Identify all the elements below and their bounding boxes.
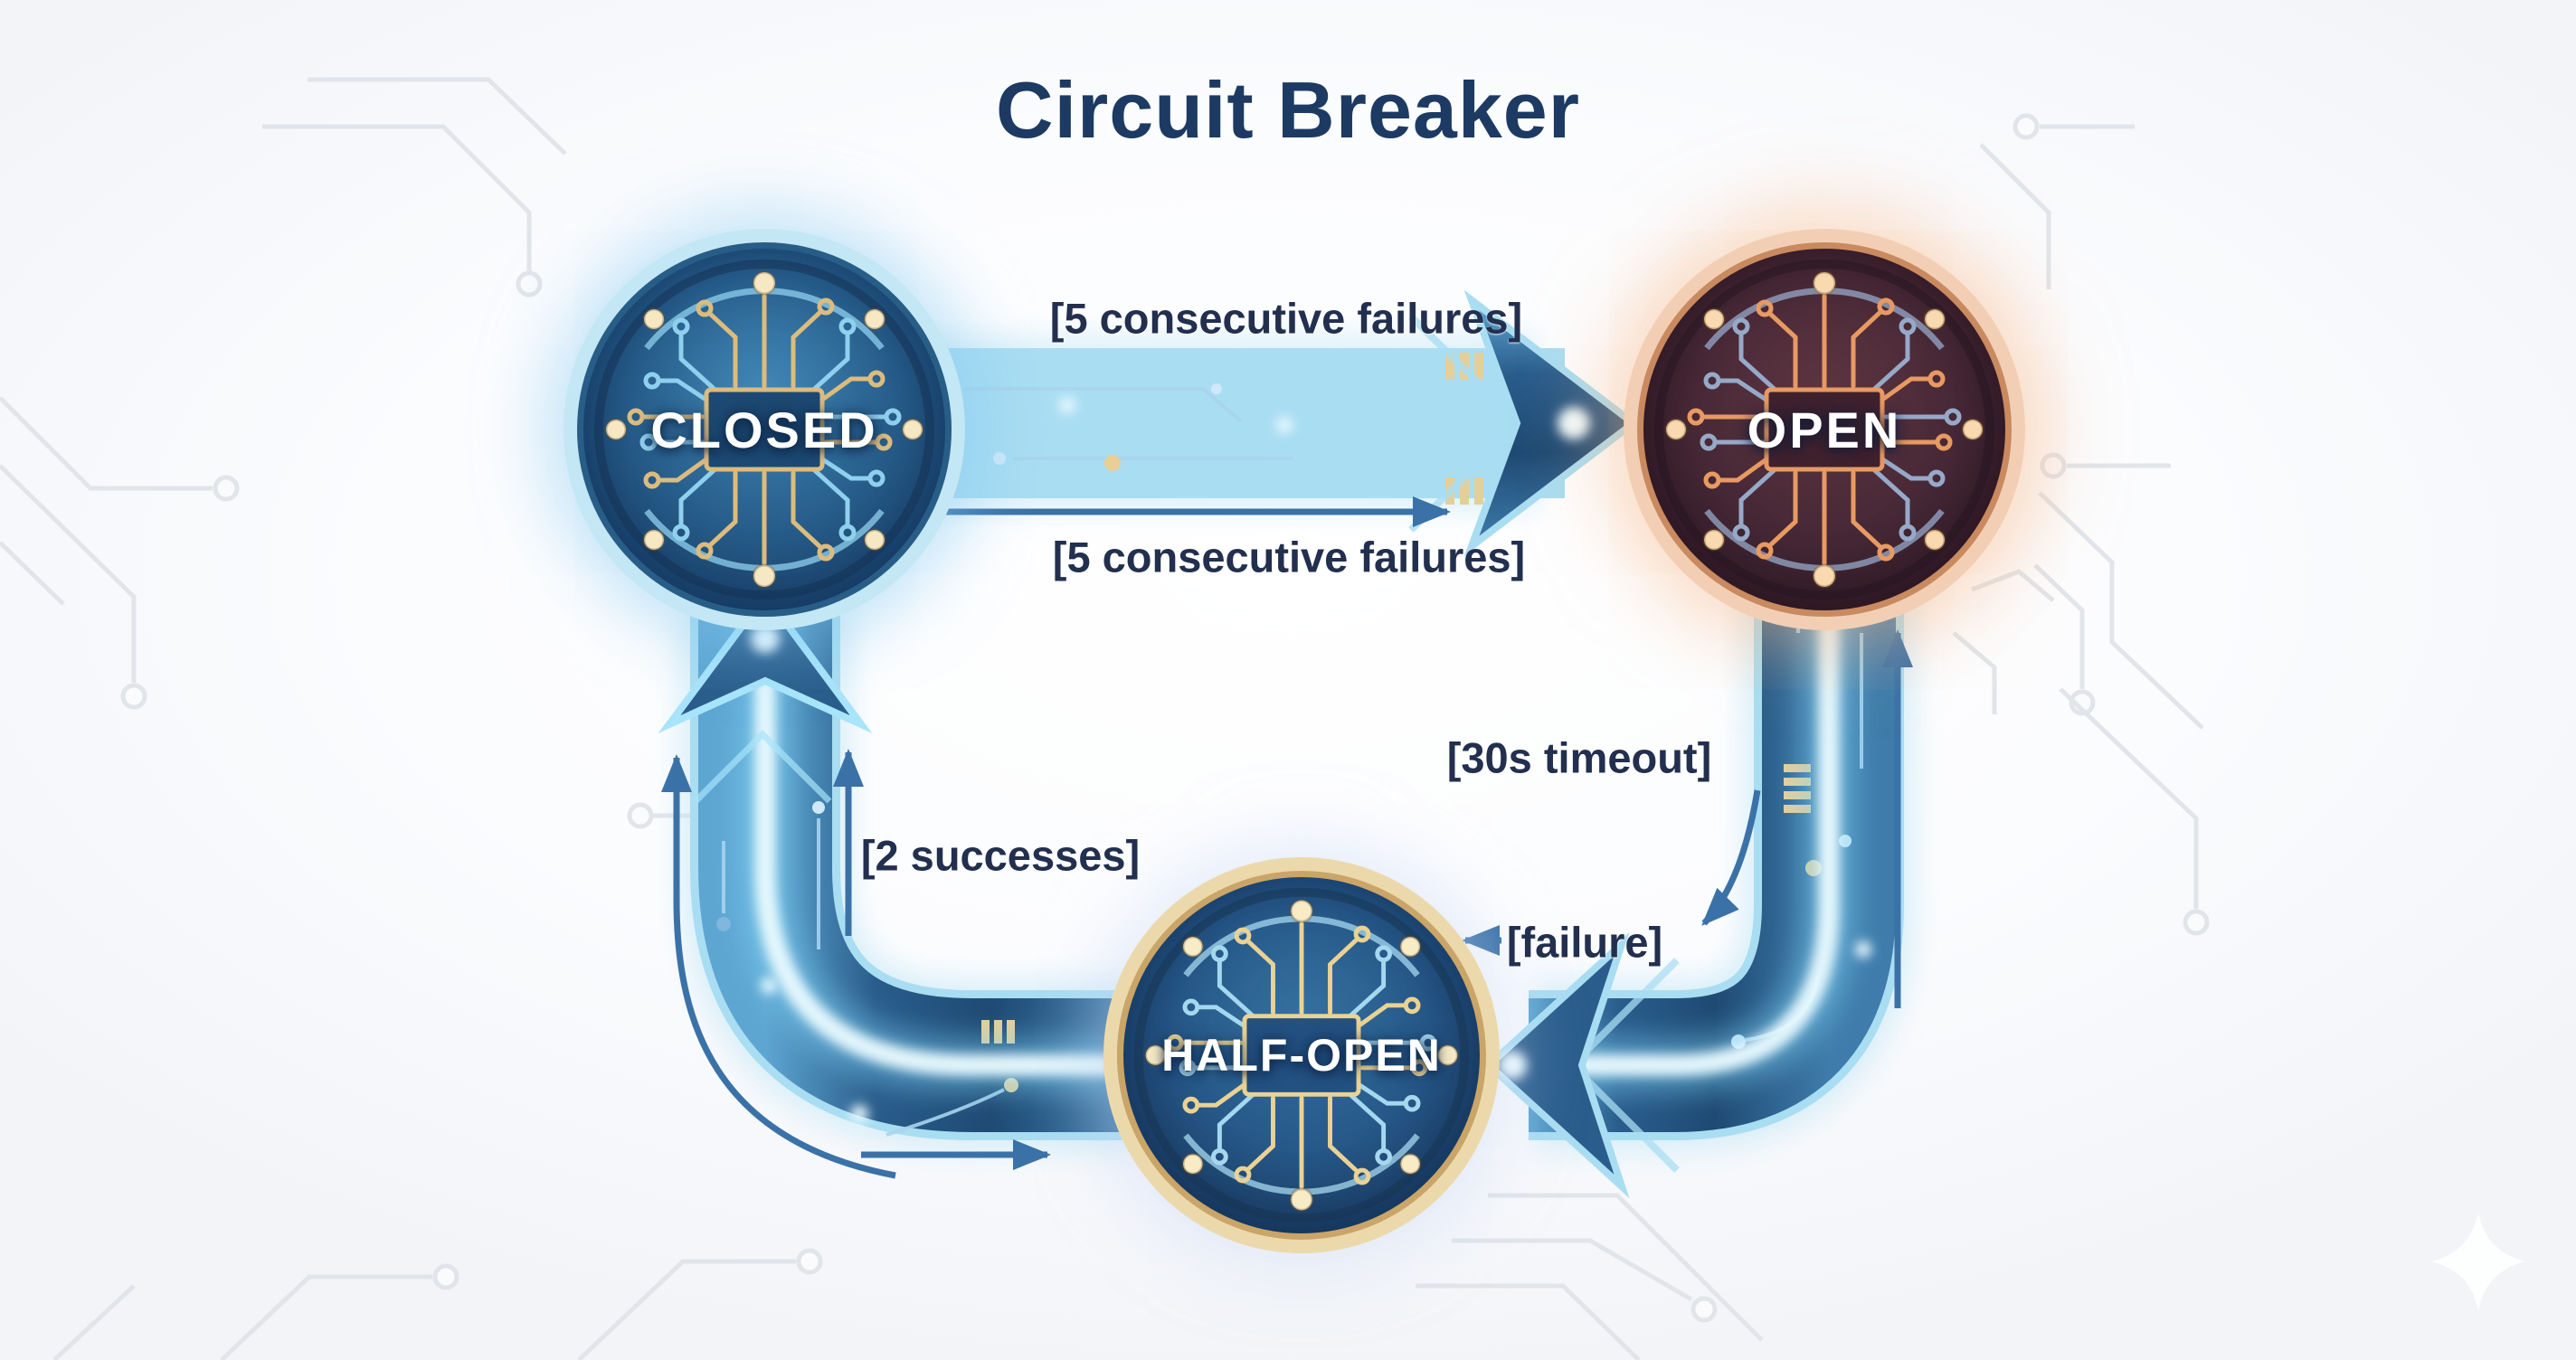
transition-label-failures-top: [5 consecutive failures]	[1049, 294, 1523, 343]
arrowhead-into-open	[1463, 289, 1640, 557]
state-node-closed: CLOSED	[577, 242, 952, 617]
transition-label-failures-bottom: [5 consecutive failures]	[1052, 533, 1526, 581]
background-circuit-traces	[0, 77, 2525, 1360]
state-label-closed: CLOSED	[650, 401, 878, 458]
arrowhead-into-half-open	[1483, 931, 1630, 1199]
transition-label-successes: [2 successes]	[860, 831, 1141, 880]
transition-label-timeout: [30s timeout]	[1446, 733, 1712, 782]
pipe-half-open-to-closed	[658, 589, 1131, 1140]
state-label-open: OPEN	[1747, 401, 1902, 458]
pipe-open-to-half-open	[1483, 592, 1904, 1199]
thin-transition-arrows	[661, 496, 1913, 1179]
state-label-half-open: HALF-OPEN	[1161, 1030, 1442, 1081]
state-node-open: OPEN	[1637, 242, 2012, 617]
thin-arrow-successes-left	[661, 754, 896, 1179]
thin-arrow-failure-curve	[1701, 789, 1761, 926]
page-title: Circuit Breaker	[996, 65, 1580, 155]
state-node-half-open: HALF-OPEN	[1117, 871, 1486, 1240]
pipe-closed-to-open	[909, 289, 1640, 557]
transition-label-failure: [failure]	[1506, 918, 1663, 967]
arrowhead-into-closed	[658, 589, 873, 734]
